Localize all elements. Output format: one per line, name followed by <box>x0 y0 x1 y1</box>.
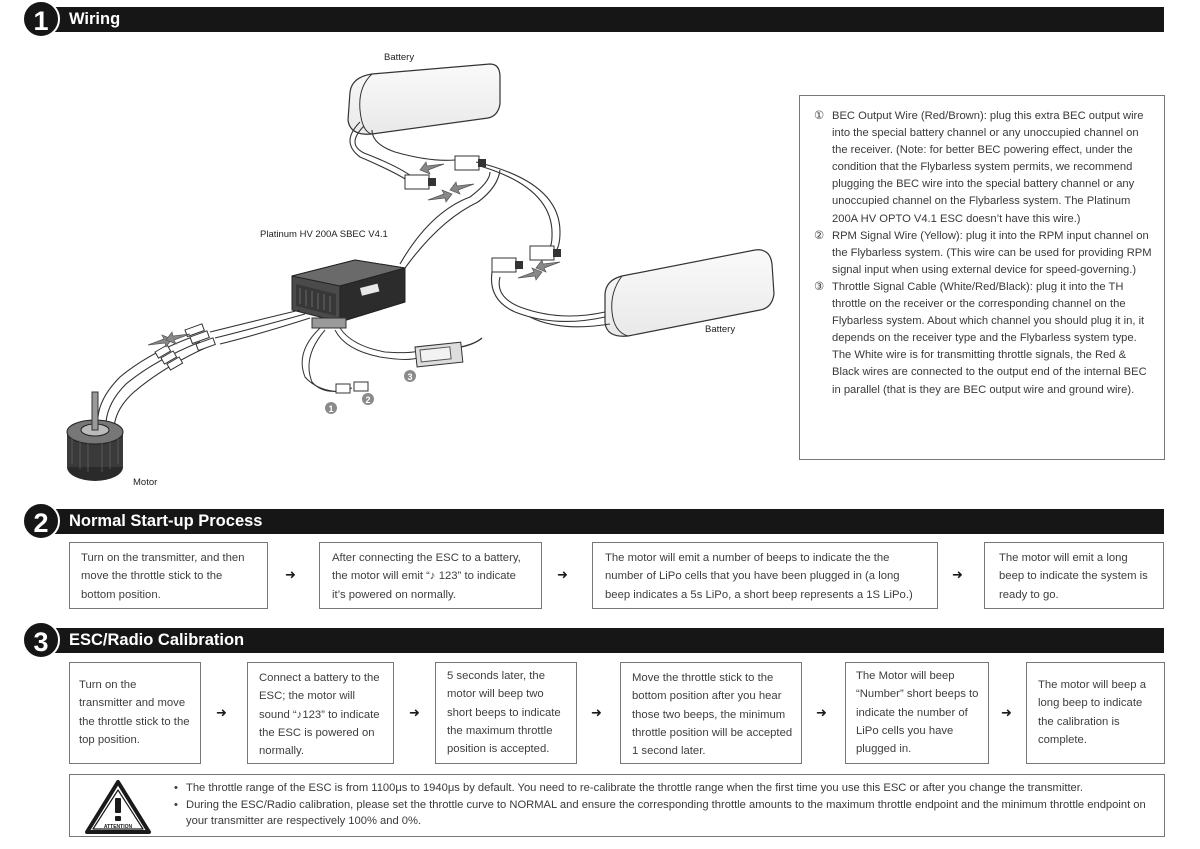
note-text: RPM Signal Wire (Yellow): plug it into t… <box>832 229 1152 276</box>
wiring-note-2: ② RPM Signal Wire (Yellow): plug it into… <box>814 228 1154 279</box>
connect-arrows-motor-icon <box>147 331 191 348</box>
wiring-diagram: 1 2 3 Battery Battery Platinum HV 200A S… <box>66 52 775 488</box>
calibration-step-1: Turn on the transmitter and move the thr… <box>69 662 201 764</box>
arrow-right-icon: ➜ <box>409 705 420 720</box>
bullet-connectors-icon <box>154 323 216 371</box>
section-1-bar <box>28 7 1164 32</box>
label-motor: Motor <box>133 477 157 488</box>
battery-right-icon <box>604 249 775 337</box>
arrow-right-icon: ➜ <box>216 705 227 720</box>
attention-item-text: During the ESC/Radio calibration, please… <box>186 798 1146 828</box>
calibration-step-5: The Motor will beep “Number” short beeps… <box>845 662 989 764</box>
calibration-step-3: 5 seconds later, the motor will beep two… <box>435 662 577 764</box>
arrow-right-icon: ➜ <box>1001 705 1012 720</box>
svg-text:2: 2 <box>365 395 370 405</box>
note-marker: ② <box>814 229 825 242</box>
startup-step-1: Turn on the transmitter, and then move t… <box>69 542 268 609</box>
note-text: Throttle Signal Cable (White/Red/Black):… <box>832 280 1147 396</box>
section-3-bar <box>28 628 1164 653</box>
section-2-bar <box>28 509 1164 534</box>
attention-box: ATTENTION • The throttle range of the ES… <box>69 774 1165 837</box>
startup-step-4: The motor will emit a long beep to indic… <box>984 542 1164 609</box>
section-2-title: Normal Start-up Process <box>69 512 263 530</box>
label-esc: Platinum HV 200A SBEC V4.1 <box>260 229 388 240</box>
startup-step-3: The motor will emit a number of beeps to… <box>592 542 938 609</box>
receiver-plug-icon <box>414 337 483 368</box>
signal-plugs-icon <box>335 381 369 394</box>
startup-step-2: After connecting the ESC to a battery, t… <box>319 542 542 609</box>
wiring-notes-box: ① BEC Output Wire (Red/Brown): plug this… <box>799 95 1165 460</box>
esc-body-icon <box>291 259 406 329</box>
xt-connector-right-icon <box>491 245 561 273</box>
section-3-title: ESC/Radio Calibration <box>69 631 245 649</box>
attention-item: • The throttle range of the ESC is from … <box>174 780 1159 797</box>
wiring-note-1: ① BEC Output Wire (Red/Brown): plug this… <box>814 108 1154 228</box>
svg-text:3: 3 <box>407 372 412 382</box>
svg-text:ATTENTION: ATTENTION <box>104 824 133 830</box>
attention-item: • During the ESC/Radio calibration, plea… <box>174 797 1159 830</box>
note-marker: ① <box>814 110 825 122</box>
arrow-right-icon: ➜ <box>952 567 963 582</box>
note-text: BEC Output Wire (Red/Brown): plug this e… <box>832 110 1144 225</box>
connect-arrows-right-icon <box>517 259 561 281</box>
calibration-step-4: Move the throttle stick to the bottom po… <box>620 662 802 764</box>
callout-3-icon: 3 <box>404 370 416 382</box>
section-2-number: 2 <box>22 502 60 540</box>
arrow-right-icon: ➜ <box>285 567 296 582</box>
callout-2-icon: 2 <box>362 393 374 405</box>
callout-1-icon: 1 <box>325 402 337 414</box>
section-3-number: 3 <box>22 621 60 659</box>
battery-top-icon <box>347 63 501 135</box>
label-battery-top: Battery <box>384 52 414 63</box>
note-marker: ③ <box>814 280 825 293</box>
arrow-right-icon: ➜ <box>816 705 827 720</box>
connect-arrows-top-icon <box>419 161 475 203</box>
motor-icon <box>66 391 124 481</box>
section-1-number: 1 <box>22 0 60 38</box>
svg-text:1: 1 <box>328 404 333 414</box>
section-1-title: Wiring <box>69 10 121 28</box>
attention-warning-icon: ATTENTION <box>85 780 151 834</box>
calibration-step-2: Connect a battery to the ESC; the motor … <box>247 662 394 764</box>
attention-item-text: The throttle range of the ESC is from 11… <box>186 782 1083 794</box>
wiring-note-3: ③ Throttle Signal Cable (White/Red/Black… <box>814 279 1154 399</box>
calibration-step-6: The motor will beep a long beep to indic… <box>1026 662 1165 764</box>
label-battery-right: Battery <box>705 324 735 335</box>
attention-list: • The throttle range of the ESC is from … <box>174 780 1159 830</box>
arrow-right-icon: ➜ <box>557 567 568 582</box>
arrow-right-icon: ➜ <box>591 705 602 720</box>
